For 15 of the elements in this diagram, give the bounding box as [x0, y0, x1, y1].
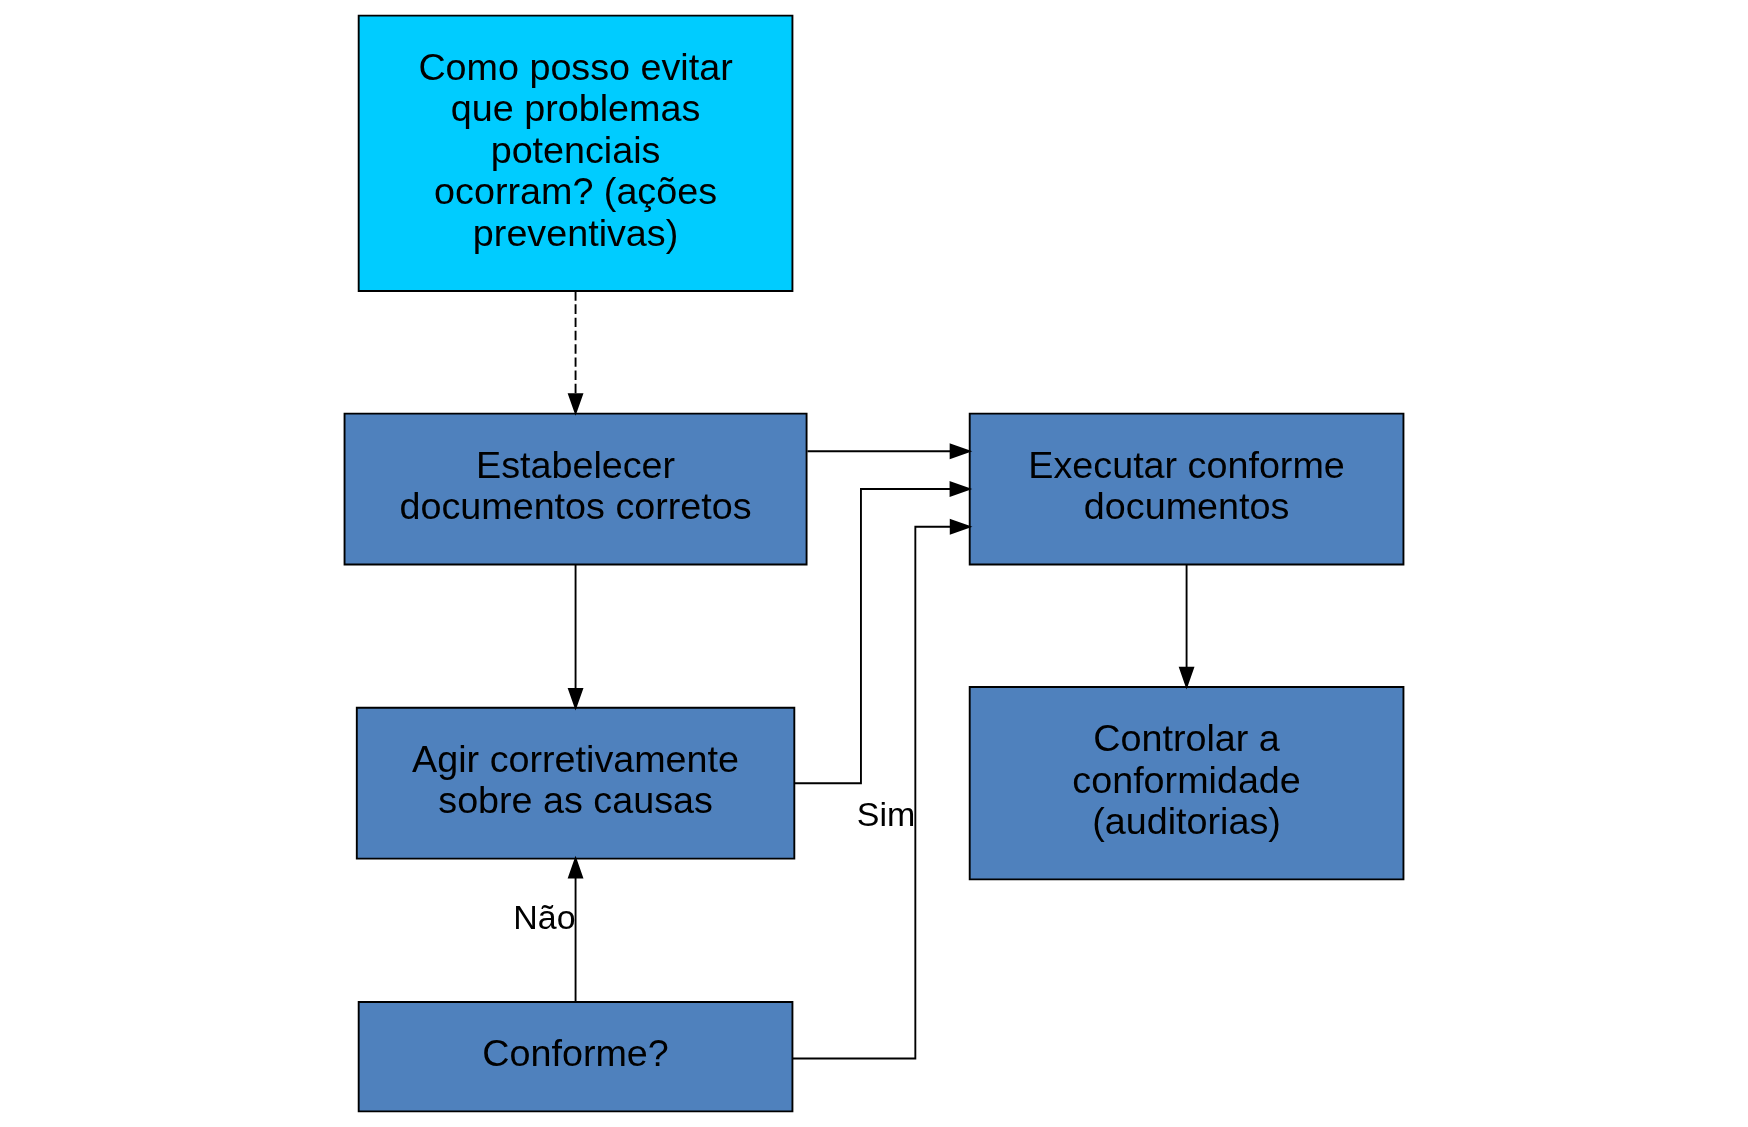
- arrow: [1178, 563, 1195, 690]
- node-box: Como posso evitar que problemas potenciais ocorram? (ações preventivas): [357, 14, 794, 292]
- arrow: [567, 855, 584, 1003]
- node-box: Estabelecer documentos corretos: [343, 412, 808, 566]
- arrow: [567, 563, 584, 711]
- arrow: [793, 481, 973, 785]
- node-box: Controlar a conformidade (auditorias): [968, 686, 1405, 881]
- edge-label: Não: [513, 897, 576, 936]
- arrow: [806, 443, 973, 460]
- node-box: Executar conforme documentos: [968, 412, 1405, 566]
- arrow: [567, 290, 584, 416]
- edge-label: Sim: [856, 794, 916, 833]
- node-box: Agir corretivamente sobre as causas: [355, 706, 796, 860]
- arrow: [791, 518, 973, 1060]
- node-box: Conforme?: [357, 1001, 794, 1113]
